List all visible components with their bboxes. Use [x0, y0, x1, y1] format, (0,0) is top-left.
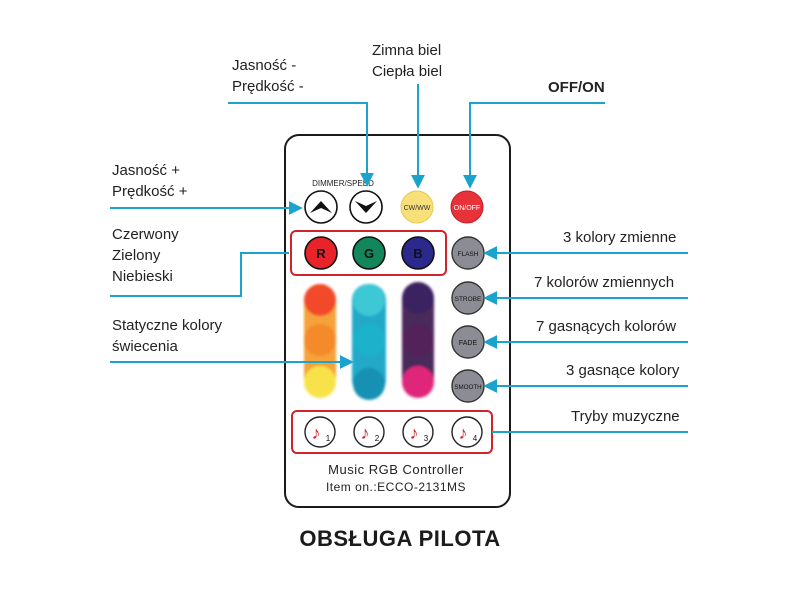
dimmer-up-button[interactable]	[304, 190, 338, 224]
page-title: OBSŁUGA PILOTA	[299, 526, 501, 551]
smooth-label: SMOOTH	[454, 384, 481, 391]
static-colors-column-3	[402, 282, 434, 398]
on-off-label: ON/OFF	[454, 205, 480, 212]
music-mode-1-button[interactable]: ♪ 1	[304, 416, 336, 448]
cw-ww-button[interactable]: CW/WW	[400, 190, 434, 224]
blue-label: B	[413, 246, 422, 261]
label-statyczne-kolory: Statyczne kolory	[112, 317, 223, 334]
color-button-teal[interactable]	[353, 368, 385, 400]
remote-body	[284, 134, 511, 508]
label-tryby-muzyczne: Tryby muzyczne	[571, 408, 680, 425]
flash-label: FLASH	[458, 251, 479, 258]
fade-label: FADE	[459, 340, 478, 347]
label-off-on: OFF/ON	[548, 79, 605, 96]
static-colors-column-2	[352, 284, 386, 400]
label-7-kolorow-zmiennych: 7 kolorów zmiennych	[534, 274, 675, 291]
cw-ww-label: CW/WW	[404, 205, 431, 212]
label-zielony: Zielony	[112, 247, 161, 264]
red-button[interactable]: R	[304, 236, 338, 270]
music-note-icon: ♪	[312, 423, 321, 443]
label-predkosc-minus: Prędkość -	[232, 78, 304, 95]
fade-button[interactable]: FADE	[451, 325, 485, 359]
green-button[interactable]: G	[352, 236, 386, 270]
dimmer-speed-label: DIMMER/SPEED	[312, 179, 374, 188]
rgb-highlight	[290, 230, 447, 276]
label-predkosc-plus: Prędkość +	[112, 183, 188, 200]
blue-button[interactable]: B	[401, 236, 435, 270]
music-mode-4-button[interactable]: ♪ 4	[451, 416, 483, 448]
color-button-purple[interactable]	[402, 324, 434, 356]
connector-rgb	[110, 252, 289, 297]
label-3-kolory-zmienne: 3 kolory zmienne	[563, 229, 677, 246]
connector-on-off	[463, 102, 605, 189]
music-mode-3-button[interactable]: ♪ 3	[402, 416, 434, 448]
green-label: G	[364, 246, 374, 261]
color-button-pink[interactable]	[402, 366, 434, 398]
strobe-label: STROBE	[455, 296, 482, 303]
color-button-indigo[interactable]	[402, 282, 434, 314]
label-zimna-biel: Zimna biel	[372, 42, 442, 59]
color-button-cyan-light[interactable]	[353, 284, 385, 316]
music-mode-2-button[interactable]: ♪ 2	[353, 416, 385, 448]
music-note-icon: ♪	[361, 423, 370, 443]
color-button-yellow[interactable]	[304, 366, 336, 398]
color-button-red-orange[interactable]	[304, 284, 336, 316]
music-mode-3-label: 3	[424, 434, 429, 443]
label-3-gasnace-kolory: 3 gasnące kolory	[566, 362, 680, 379]
smooth-button[interactable]: SMOOTH	[451, 369, 485, 403]
red-label: R	[316, 246, 326, 261]
on-off-button[interactable]: ON/OFF	[450, 190, 484, 224]
label-czerwony: Czerwony	[112, 226, 179, 243]
label-jasnosc-plus: Jasność +	[112, 162, 180, 179]
flash-button[interactable]: FLASH	[451, 236, 485, 270]
music-mode-1-label: 1	[326, 434, 331, 443]
color-button-orange[interactable]	[304, 324, 336, 356]
static-colors-column-1	[304, 284, 336, 398]
music-mode-4-label: 4	[473, 434, 478, 443]
remote-footer-line1: Music RGB Controller	[328, 462, 464, 477]
label-niebieski: Niebieski	[112, 268, 173, 285]
connector-dimmer-down	[228, 102, 374, 187]
music-note-icon: ♪	[459, 423, 468, 443]
remote-footer-line2: Item on.:ECCO-2131MS	[326, 480, 466, 494]
chevron-up-icon	[310, 201, 332, 213]
chevron-down-icon	[355, 201, 377, 213]
color-button-cyan[interactable]	[353, 324, 385, 356]
dimmer-down-button[interactable]	[349, 190, 383, 224]
label-ciepla-biel: Ciepła biel	[372, 63, 443, 80]
music-note-icon: ♪	[410, 423, 419, 443]
label-jasnosc-minus: Jasność -	[232, 57, 297, 74]
label-swiecenia: świecenia	[112, 338, 178, 355]
music-mode-2-label: 2	[375, 434, 380, 443]
strobe-button[interactable]: STROBE	[451, 281, 485, 315]
label-7-gasnacych-kolorow: 7 gasnących kolorów	[536, 318, 677, 335]
